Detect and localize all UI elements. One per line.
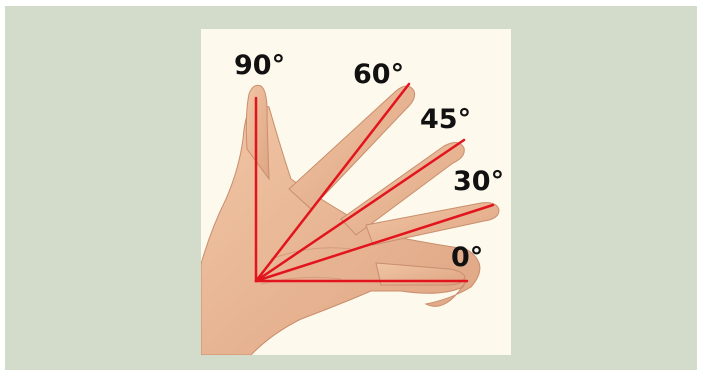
angle-label-90: 90° [234,52,285,79]
angle-label-0: 0° [451,244,483,271]
angle-label-30: 30° [453,168,504,195]
angle-label-45: 45° [420,106,471,133]
angle-label-60: 60° [353,61,404,88]
diagram-card: 90° 60° 45° 30° 0° [201,29,511,355]
